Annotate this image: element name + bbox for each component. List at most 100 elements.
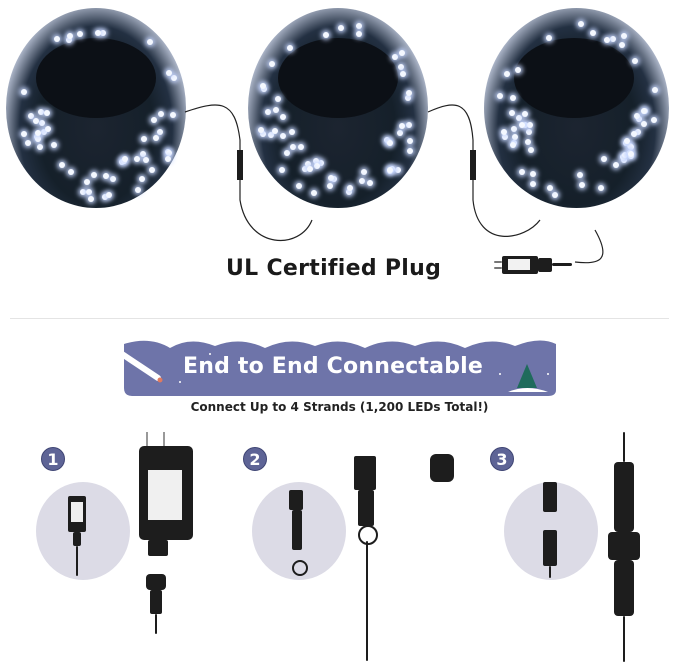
led-bulb (521, 122, 528, 129)
led-bulb (147, 38, 153, 45)
led-bulb (612, 161, 619, 168)
led-bulb (361, 168, 368, 175)
led-bulb (346, 184, 353, 191)
led-bulb (577, 20, 584, 27)
led-bulb (103, 173, 110, 180)
led-bulb (529, 181, 536, 188)
connecting-wires (184, 104, 604, 264)
led-bulb (32, 117, 39, 124)
led-bulb (170, 112, 177, 119)
led-bulb (619, 41, 625, 48)
light-strand-images (0, 0, 679, 274)
led-bulb (323, 32, 330, 38)
led-bulb (627, 151, 634, 158)
led-bulb (313, 163, 320, 170)
coil-center (278, 38, 398, 118)
led-bulb (529, 171, 536, 178)
led-bulb (399, 71, 406, 78)
led-bulb (526, 129, 533, 136)
led-bulb (508, 109, 515, 116)
led-bulb (139, 150, 146, 157)
led-bulb (331, 175, 338, 182)
led-bulb (589, 29, 596, 36)
led-bulb (631, 130, 638, 137)
led-bulb (83, 179, 90, 186)
led-bulb (510, 142, 517, 149)
led-bulb (122, 155, 128, 162)
led-bulb (290, 143, 297, 150)
led-bulb (278, 167, 285, 174)
led-bulb (157, 110, 164, 117)
led-bulb (165, 149, 172, 156)
led-bulb (156, 128, 163, 135)
led-bulb (525, 138, 532, 145)
led-bulb (142, 156, 149, 163)
led-bulb (515, 115, 522, 122)
led-bulb (99, 29, 106, 36)
led-bulb (105, 191, 112, 198)
step-number-badge: 1 (41, 447, 65, 471)
led-bulb (631, 58, 638, 65)
led-bulb (518, 122, 525, 129)
led-bulb (279, 133, 286, 140)
led-bulb (406, 122, 413, 129)
led-bulb (338, 25, 345, 32)
led-bulb (259, 82, 266, 89)
light-coil-3 (484, 8, 669, 208)
led-bulb (327, 174, 334, 181)
led-bulb (302, 166, 309, 173)
led-bulb (500, 129, 507, 135)
led-bulb (545, 35, 552, 42)
led-bulb (259, 130, 266, 137)
led-bulb (298, 144, 305, 151)
led-bulb (279, 114, 286, 121)
led-bulb (59, 162, 66, 169)
led-bulb (312, 157, 319, 164)
led-bulb (20, 131, 27, 138)
led-bulb (67, 33, 74, 40)
led-bulb (27, 112, 34, 119)
led-bulb (502, 134, 509, 141)
led-bulb (269, 61, 276, 68)
led-bulb (37, 108, 44, 115)
led-bulb (34, 129, 41, 136)
led-bulb (287, 44, 294, 51)
led-bulb (36, 144, 43, 151)
led-bulb (133, 155, 140, 162)
led-bulb (265, 109, 272, 116)
led-bulb (109, 175, 116, 182)
led-bulb (512, 134, 519, 141)
led-bulb (405, 89, 412, 96)
led-bulb (258, 126, 265, 133)
led-bulb (86, 189, 93, 196)
led-bulb (165, 155, 172, 162)
led-bulb (497, 92, 504, 99)
led-bulb (528, 147, 535, 154)
connectable-banner: End to End Connectable (120, 334, 560, 398)
led-bulb (296, 182, 303, 189)
led-bulb (526, 122, 533, 129)
led-bulb (603, 37, 610, 44)
led-bulb (509, 95, 516, 102)
led-bulb (366, 179, 373, 186)
section-divider (10, 318, 669, 319)
led-bulb (546, 185, 553, 192)
led-bulb (598, 184, 605, 191)
led-bulb (326, 182, 333, 189)
led-bulb (579, 181, 586, 188)
led-bulb (636, 116, 643, 122)
led-bulb (397, 129, 404, 136)
banner-subtitle: Connect Up to 4 Strands (1,200 LEDs Tota… (190, 400, 489, 414)
led-bulb (44, 126, 51, 133)
led-bulb (38, 119, 45, 126)
led-bulb (356, 30, 363, 37)
led-bulb (628, 144, 635, 151)
snow-banner-shape (120, 340, 556, 396)
led-bulb (345, 188, 352, 195)
led-bulb (138, 175, 145, 182)
led-bulb (610, 35, 617, 42)
plug-adapter-icon (494, 254, 574, 276)
led-bulb (406, 138, 413, 145)
led-bulb (387, 140, 394, 147)
led-bulb (90, 171, 97, 178)
